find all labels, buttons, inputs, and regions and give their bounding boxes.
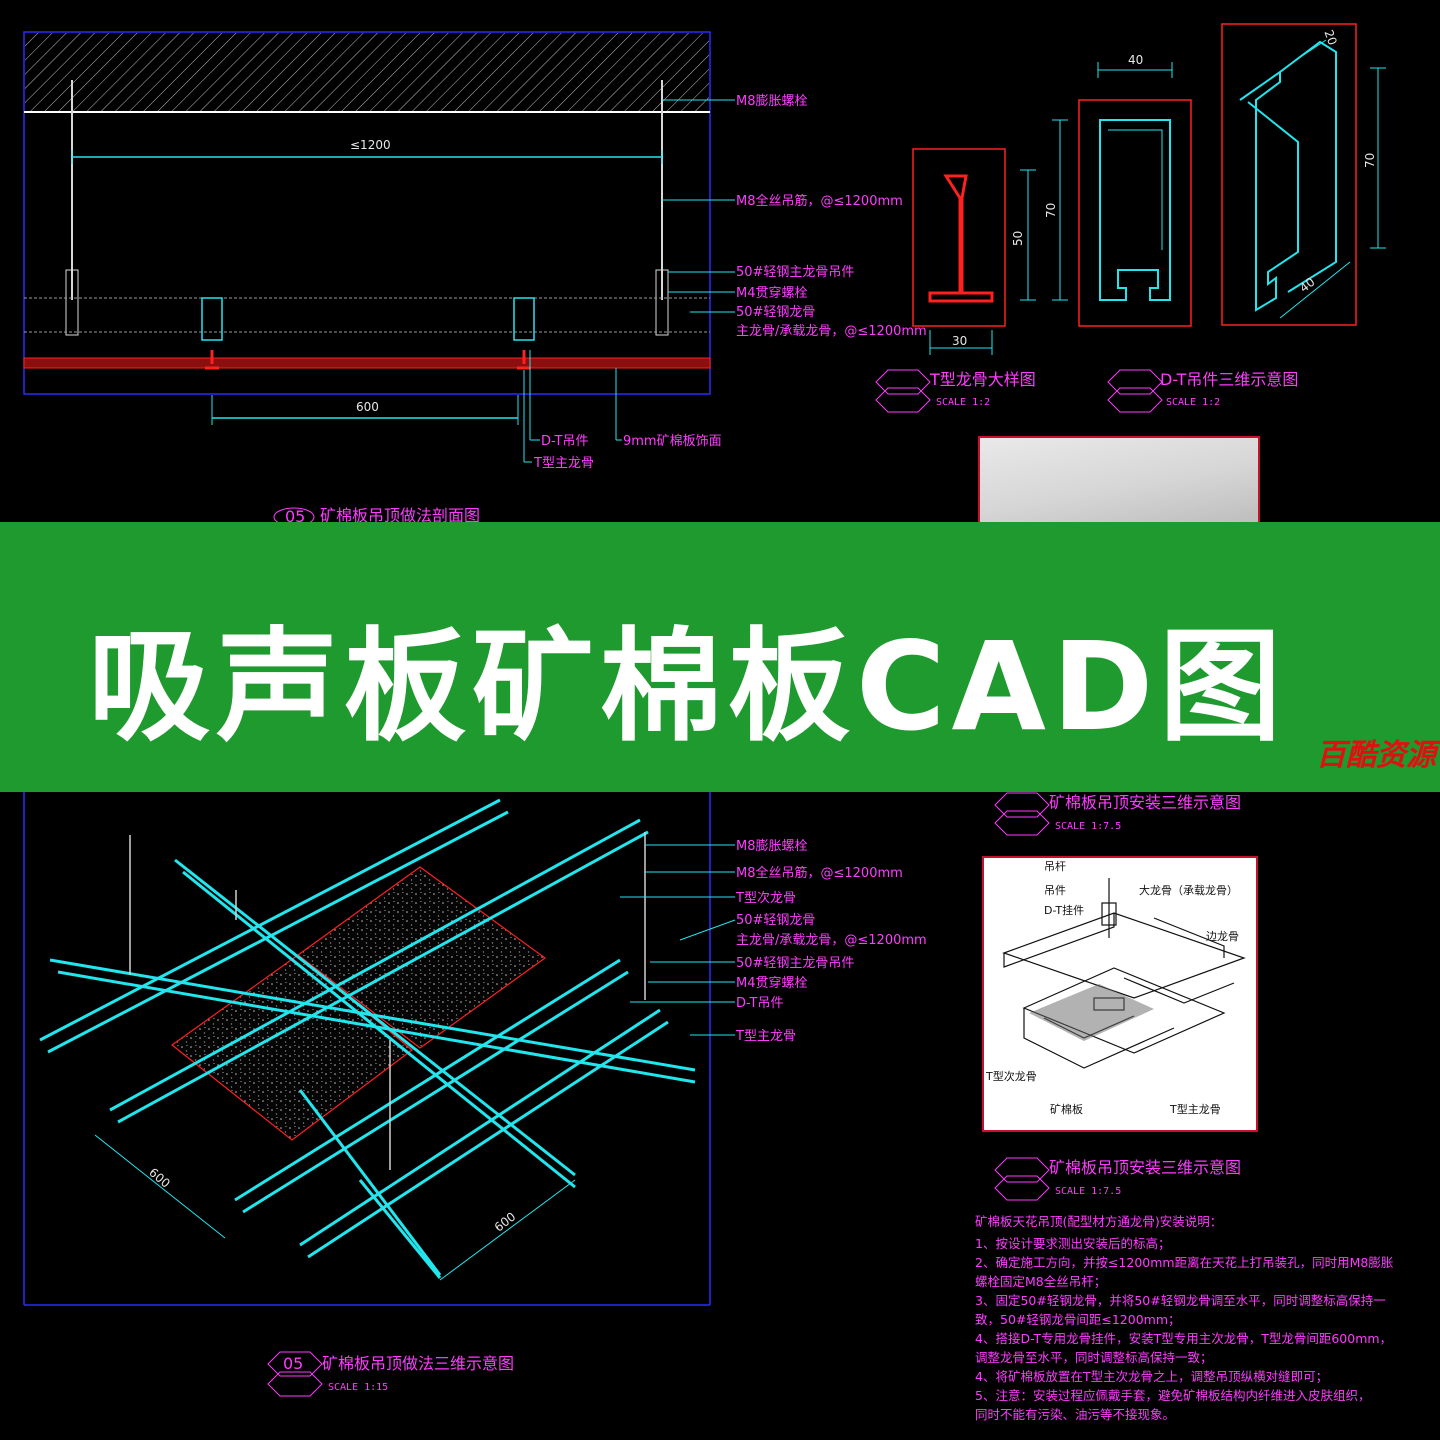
dt-dim-width: 40 <box>1128 53 1143 67</box>
svg-text:SCALE 1:7.5: SCALE 1:7.5 <box>1055 821 1121 832</box>
iso-label-steel-keel: 50#轻钢龙骨 <box>736 913 815 928</box>
sketch-drawing: 吊杆 吊件 D-T挂件 大龙骨（承载龙骨） 边龙骨 T型次龙骨 矿棉板 T型主龙… <box>985 859 1246 1116</box>
iso-label-main-keel: 主龙骨/承载龙骨，@≤1200mm <box>736 933 927 948</box>
iso-label-hanger: 50#轻钢主龙骨吊件 <box>736 956 854 971</box>
label-expansion-bolt: M8膨胀螺栓 <box>736 94 808 109</box>
note-line: 螺栓固定M8全丝吊杆； <box>975 1274 1106 1289</box>
iso-drawing: 600 600 M8膨胀螺栓 M8全丝吊筋，@≤1200mm T型次龙骨 50#… <box>23 792 927 1397</box>
iso-title: 矿棉板吊顶做法三维示意图 <box>322 1354 514 1373</box>
note-line: 5、注意：安装过程应佩戴手套，避免矿棉板结构内纤维进入皮肤组织， <box>975 1388 1370 1403</box>
label-steel-keel: 50#轻钢龙骨 <box>736 305 815 320</box>
note-line: 1、按设计要求测出安装后的标高； <box>975 1236 1170 1251</box>
dt-dim-height: 70 <box>1044 203 1058 218</box>
section-drawing: ≤1200 600 M8膨胀螺栓 M8全丝吊筋，@≤1200m <box>23 31 927 527</box>
iso-label-expansion-bolt: M8膨胀螺栓 <box>736 839 808 854</box>
label-dt-hanger: D-T吊件 <box>541 434 588 449</box>
label-main-keel-spacing: 主龙骨/承载龙骨，@≤1200mm <box>736 324 927 339</box>
t-detail-title: T型龙骨大样图 <box>929 370 1036 389</box>
dt-dim-3d-top: 20 <box>1321 28 1339 47</box>
sketch-label-t-main: T型主龙骨 <box>1169 1102 1221 1116</box>
iso-scale: SCALE 1:15 <box>328 1382 388 1393</box>
iso-label-through-bolt: M4贯穿螺栓 <box>736 975 808 991</box>
dim-grid: 600 <box>356 400 379 414</box>
sketch-label-t-secondary: T型次龙骨 <box>985 1069 1037 1083</box>
iso-label-threaded-rod: M8全丝吊筋，@≤1200mm <box>736 865 903 881</box>
label-main-keel-hanger: 50#轻钢主龙骨吊件 <box>736 265 854 280</box>
label-t-main-keel: T型主龙骨 <box>533 456 594 471</box>
sketch-label-board: 矿棉板 <box>1050 1102 1083 1116</box>
iso-dim-1: 600 <box>146 1165 173 1190</box>
sketch-label-dt: D-T挂件 <box>1044 903 1084 917</box>
iso-label-dt-hanger: D-T吊件 <box>736 996 783 1011</box>
note-line: 2、确定施工方向，并按≤1200mm距离在天花上打吊装孔，同时用M8膨胀 <box>975 1255 1394 1270</box>
install-sketch: 吊杆 吊件 D-T挂件 大龙骨（承载龙骨） 边龙骨 T型次龙骨 矿棉板 T型主龙… <box>982 856 1258 1132</box>
install-notes: 矿棉板天花吊顶(配型材方通龙骨)安装说明： 1、按设计要求测出安装后的标高； 2… <box>975 1214 1394 1422</box>
t-dim-height: 50 <box>1011 231 1025 246</box>
concrete-slab <box>25 33 709 111</box>
t-dim-width: 30 <box>952 334 967 348</box>
label-board-finish: 9mm矿棉板饰面 <box>623 434 722 449</box>
label-through-bolt: M4贯穿螺栓 <box>736 285 808 301</box>
note-line: 3、固定50#轻钢龙骨，并将50#轻钢龙骨调至水平，同时调整标高保持一 <box>975 1293 1386 1308</box>
dt-dim-3d-height: 70 <box>1363 153 1377 168</box>
mineral-board <box>23 357 711 369</box>
notes-heading: 矿棉板天花吊顶(配型材方通龙骨)安装说明： <box>975 1214 1222 1229</box>
t-keel-detail: 50 30 T型龙骨大样图 SCALE 1:2 <box>875 148 1036 413</box>
sketch-label-main: 大龙骨（承载龙骨） <box>1139 883 1238 897</box>
iso-dim-2: 600 <box>492 1209 519 1234</box>
svg-text:SCALE 1:7.5: SCALE 1:7.5 <box>1055 1186 1121 1197</box>
watermark: 百酷资源 <box>1316 738 1436 773</box>
dt-dim-3d-bottom: 40 <box>1297 275 1318 295</box>
sketch-label-rod: 吊杆 <box>1044 859 1066 873</box>
svg-text:矿棉板吊顶安装三维示意图: 矿棉板吊顶安装三维示意图 <box>1049 1158 1241 1177</box>
note-line: 调整龙骨至水平，同时调整标高保持一致； <box>975 1350 1213 1365</box>
label-threaded-rod: M8全丝吊筋，@≤1200mm <box>736 193 903 209</box>
iso-label-t-main: T型主龙骨 <box>735 1029 796 1044</box>
sketch-label-hanger: 吊件 <box>1044 884 1066 897</box>
note-line: 4、搭接D-T专用龙骨挂件，安装T型专用主次龙骨，T型龙骨间距600mm， <box>975 1331 1392 1346</box>
iso-title-number: 05 <box>283 1354 303 1373</box>
section-frame <box>23 31 711 395</box>
note-line: 4、将矿棉板放置在T型主次龙骨之上，调整吊顶纵横对缝即可； <box>975 1369 1328 1384</box>
dt-detail-scale: SCALE 1:2 <box>1166 397 1220 408</box>
note-line: 同时不能有污染、油污等不接现象。 <box>975 1407 1175 1422</box>
dt-hanger-detail: 40 70 70 20 40 D-T吊件三维示意图 SCALE 1:2 <box>1044 23 1386 413</box>
banner-title: 吸声板矿棉板CAD图 <box>88 616 1288 758</box>
dim-span: ≤1200 <box>350 138 391 152</box>
sketch-label-edge: 边龙骨 <box>1206 930 1239 943</box>
install-title-1: 矿棉板吊顶安装三维示意图 SCALE 1:7.5 <box>994 792 1241 836</box>
t-detail-scale: SCALE 1:2 <box>936 397 990 408</box>
title-banner <box>0 522 1440 792</box>
section-title: 矿棉板吊顶做法剖面图 <box>320 506 480 525</box>
install-title-2: 矿棉板吊顶安装三维示意图 SCALE 1:7.5 <box>994 1157 1241 1201</box>
svg-text:矿棉板吊顶安装三维示意图: 矿棉板吊顶安装三维示意图 <box>1049 793 1241 812</box>
dt-detail-title: D-T吊件三维示意图 <box>1160 370 1298 389</box>
section-title-number: 05 <box>285 507 305 526</box>
ceiling-photo <box>978 436 1260 526</box>
iso-label-t-secondary: T型次龙骨 <box>735 890 796 906</box>
note-line: 致，50#轻钢龙骨间距≤1200mm； <box>975 1312 1181 1327</box>
